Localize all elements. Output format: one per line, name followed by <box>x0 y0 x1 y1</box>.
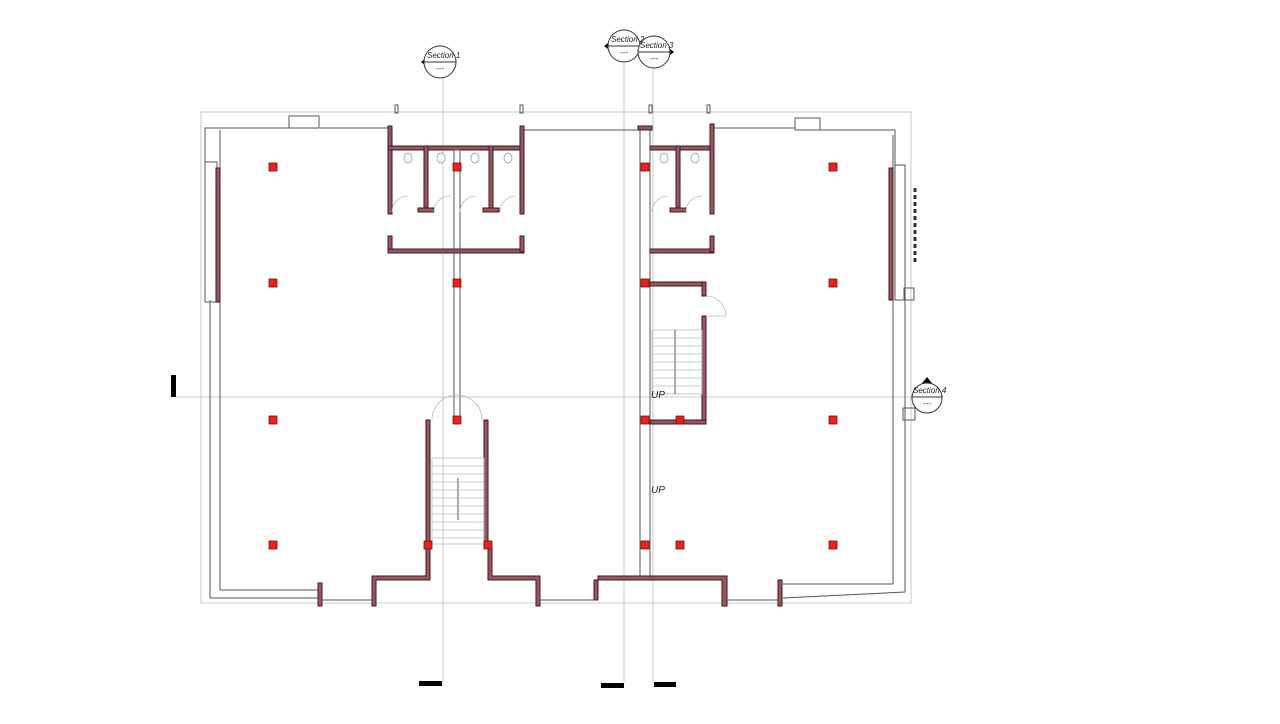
stair-left <box>431 457 485 545</box>
stair-right <box>651 329 703 395</box>
columns <box>268 162 838 550</box>
stair-up-label: UP <box>651 390 665 401</box>
walls <box>215 123 894 607</box>
svg-text:---: --- <box>650 54 658 63</box>
grid-lines <box>176 58 910 682</box>
svg-text:---: --- <box>436 64 444 73</box>
section-marker-3[interactable]: Section 3 --- <box>637 35 674 69</box>
svg-text:---: --- <box>620 48 628 57</box>
svg-text:---: --- <box>923 399 931 408</box>
stair-up-label: UP <box>651 485 665 496</box>
svg-text:Section 2: Section 2 <box>611 35 645 44</box>
svg-text:Section 1: Section 1 <box>427 51 460 60</box>
section-marker-1[interactable]: Section 1 --- <box>421 45 460 79</box>
outer-envelope <box>200 104 917 604</box>
toilet-fixtures <box>391 152 727 421</box>
section-marker-2[interactable]: Section 2 --- <box>604 29 645 63</box>
grid-end-markers <box>171 375 676 688</box>
section-marker-4[interactable]: Section 4 --- <box>911 377 947 414</box>
svg-text:Section 4: Section 4 <box>913 386 947 395</box>
svg-text:Section 3: Section 3 <box>640 41 674 50</box>
